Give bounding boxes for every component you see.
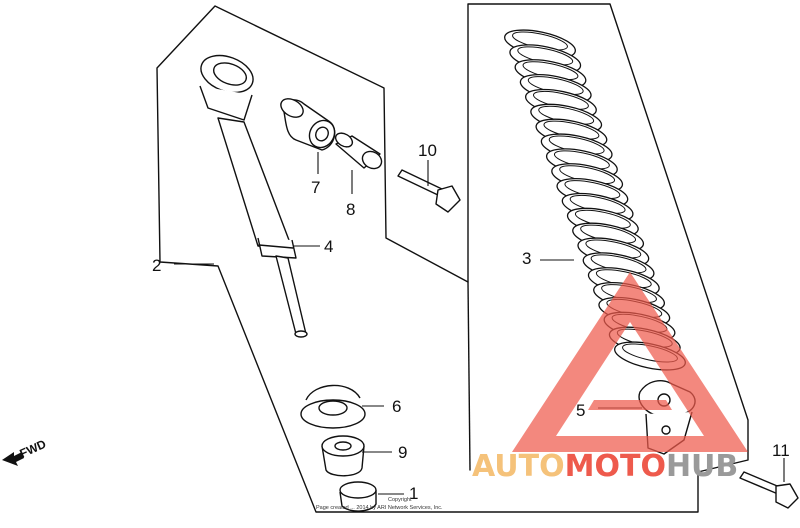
arrow-left-down-icon [2,452,24,466]
watermark-auto: AUTO [472,449,565,484]
leader-lines [174,152,785,495]
callout-9: 9 [398,443,407,462]
bolt-part-10 [397,169,461,213]
callout-10: 10 [418,141,437,160]
watermark-hub: HUB [666,449,738,484]
shock-absorber-body [199,54,308,338]
warning-triangle-icon [512,272,748,452]
copyright-line-1: Copyright [388,497,412,503]
forward-direction-indicator: FWD [2,437,48,466]
watermark-moto: MOTO [565,449,666,484]
watermark: AUTOMOTOHUB [472,272,748,484]
svg-text:AUTOMOTOHUB: AUTOMOTOHUB [472,449,738,484]
callout-6: 6 [392,397,401,416]
callout-7: 7 [311,178,320,197]
bolt-part-11 [739,471,799,509]
fwd-label: FWD [18,437,49,461]
callout-4: 4 [324,237,333,256]
rubber-part-9 [321,435,365,477]
callout-2: 2 [152,256,161,275]
nut-part-1 [339,481,377,512]
callout-3: 3 [522,249,531,268]
rubber-part-6 [300,384,366,429]
callout-11: 11 [772,441,790,460]
frame-divider [467,281,471,471]
callout-1: 1 [409,484,418,503]
callout-5: 5 [576,401,585,420]
shock-assembly-frame [156,3,749,513]
copyright-line-2: Page created ... 2014 by ARI Network Ser… [316,505,443,511]
collar-part-8 [334,132,383,170]
callout-8: 8 [346,200,355,219]
bushing-part-7 [280,98,336,151]
